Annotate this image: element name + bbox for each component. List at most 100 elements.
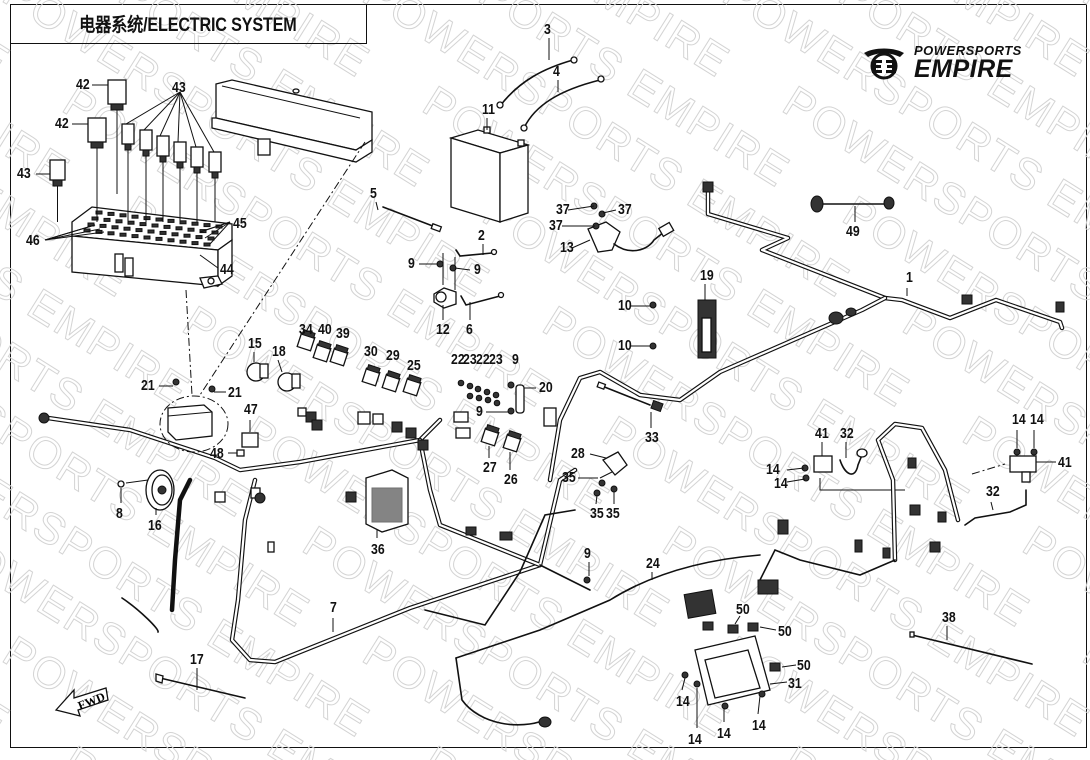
leader-line	[734, 615, 741, 625]
fuse-slot	[119, 232, 127, 237]
fuse-slot	[203, 223, 211, 228]
bolt	[802, 474, 810, 482]
bolt	[681, 671, 689, 679]
callout-label: 9	[408, 255, 415, 271]
callout-label: 20	[539, 379, 553, 395]
fuse-slot	[139, 222, 147, 227]
page-title: 电器系统/ELECTRIC SYSTEM	[79, 15, 297, 36]
callout-label: 14	[1030, 411, 1044, 427]
fuse-slot	[103, 217, 111, 222]
fuse-box-base	[71, 206, 233, 289]
fuse-slot	[131, 214, 139, 219]
callout-label: 44	[220, 261, 234, 277]
callout-label: 35	[562, 469, 576, 485]
callout-label: 16	[148, 517, 162, 533]
callout-label: 38	[942, 609, 956, 625]
callout-label: 10	[618, 297, 632, 313]
main-harness	[38, 407, 591, 665]
leader-line	[179, 91, 215, 153]
callout-label: 9	[476, 403, 483, 419]
bolt	[721, 702, 729, 710]
fuse-slot	[175, 226, 183, 231]
callout-label: 1	[906, 269, 913, 285]
callout-label: 23	[463, 351, 477, 367]
callout-label: 4	[553, 63, 560, 79]
callout-label: 31	[788, 675, 802, 691]
leader-line	[759, 626, 777, 631]
clip	[727, 624, 739, 634]
fuse-slot	[119, 213, 127, 218]
fuse-slot	[203, 242, 211, 247]
fuse-slot	[91, 216, 99, 221]
fuse-slot	[167, 238, 175, 243]
fuse-slot	[159, 230, 167, 235]
leader-line	[125, 91, 181, 125]
callout-label: 18	[272, 343, 286, 359]
leader-line	[277, 359, 283, 373]
callout-label: 50	[778, 623, 792, 639]
callout-label: 47	[244, 401, 258, 417]
bolt	[507, 407, 515, 415]
leader-line	[199, 221, 231, 233]
leader-line	[990, 501, 994, 511]
leader-line	[199, 254, 219, 269]
leader-line	[44, 228, 101, 241]
relay	[156, 135, 170, 222]
callout-label: 43	[172, 79, 186, 95]
switch-group	[296, 329, 522, 453]
sensor-41-right	[964, 455, 1037, 526]
relay	[107, 79, 127, 194]
brand-logo: POWERSPORTS EMPIRE	[860, 44, 1022, 82]
small-relay-box-21	[159, 395, 229, 453]
callout-label: 39	[336, 325, 350, 341]
callout-label: 3	[544, 21, 551, 37]
leader-line	[209, 221, 231, 245]
washer	[466, 382, 474, 390]
callout-label: 8	[116, 505, 123, 521]
bolt	[693, 680, 701, 688]
bolt	[1030, 448, 1038, 456]
callout-label: 45	[233, 215, 247, 231]
washer	[484, 396, 492, 404]
fuse-slot	[143, 216, 151, 221]
bolt	[507, 381, 515, 389]
relay-47	[236, 432, 259, 457]
switch	[312, 340, 332, 363]
callout-label: 33	[645, 429, 659, 445]
diagram-frame	[10, 4, 1087, 748]
fuse-slot	[191, 241, 199, 246]
harness-right-loop	[759, 421, 961, 581]
fuse-slot	[151, 223, 159, 228]
switch	[480, 424, 500, 447]
callout-label: 41	[1058, 454, 1072, 470]
fuse-slot	[155, 236, 163, 241]
fuse-box-cover	[211, 79, 373, 163]
callout-label: 10	[618, 337, 632, 353]
callout-label: 25	[407, 357, 421, 373]
callout-label: 24	[646, 555, 660, 571]
bolt	[758, 690, 766, 698]
callout-label: 37	[549, 217, 563, 233]
sensor-41-left	[813, 448, 905, 491]
fuse-slot	[195, 235, 203, 240]
callout-label: 32	[986, 483, 1000, 499]
leader-line	[769, 681, 788, 685]
callout-label: 14	[676, 693, 690, 709]
callout-label: 30	[364, 343, 378, 359]
callout-label: 48	[210, 445, 224, 461]
callout-label: 41	[815, 425, 829, 441]
callout-label: 7	[330, 599, 337, 615]
callout-label: 9	[474, 261, 481, 277]
harness-1	[547, 181, 1065, 483]
fuse-slot	[191, 221, 199, 226]
leader-line	[757, 695, 761, 715]
washer	[475, 394, 483, 402]
relay-group	[49, 79, 222, 222]
callout-label: 37	[618, 201, 632, 217]
title-box: 电器系统/ELECTRIC SYSTEM	[10, 4, 367, 44]
leader-line	[571, 239, 591, 249]
callout-label: 43	[17, 165, 31, 181]
callout-label: 23	[489, 351, 503, 367]
callout-label: 14	[1012, 411, 1026, 427]
callout-label: 15	[248, 335, 262, 351]
